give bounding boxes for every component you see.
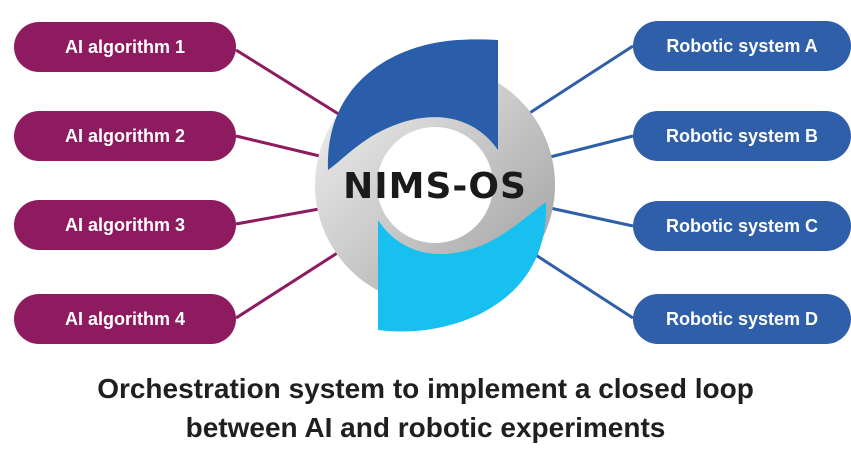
robotic-system-b-label: Robotic system B <box>665 125 819 146</box>
ai-algorithm-1-label: AI algorithm 1 <box>64 36 185 57</box>
caption-line-1: Orchestration system to implement a clos… <box>97 373 754 404</box>
ai-connector-4 <box>235 248 343 320</box>
robot-connector-b <box>549 134 634 159</box>
ai-connector-1 <box>235 48 346 120</box>
ai-algorithm-4-label: AI algorithm 4 <box>64 308 185 329</box>
robot-connector-d <box>527 248 634 320</box>
robotic-system-c-label: Robotic system C <box>665 215 819 236</box>
ai-connector-3 <box>235 205 331 226</box>
ai-algorithm-2-node: AI algorithm 2 <box>14 111 236 161</box>
hub-dark-blue-swirl <box>327 39 498 170</box>
hub-center <box>377 127 493 243</box>
hub-light-blue-swirl <box>378 202 547 332</box>
robot-connector-a <box>527 44 634 116</box>
robot-connector-c <box>549 206 634 228</box>
nims-os-hub-logo: NIMS-OS <box>315 39 555 332</box>
robotic-system-d-node: Robotic system D <box>633 294 851 344</box>
robotic-system-c-node: Robotic system C <box>633 201 851 251</box>
ai-connector-2 <box>235 134 329 160</box>
robotic-system-d-label: Robotic system D <box>665 308 819 329</box>
ai-algorithm-2-label: AI algorithm 2 <box>64 125 185 146</box>
robotic-system-b-node: Robotic system B <box>633 111 851 161</box>
ai-algorithm-1-node: AI algorithm 1 <box>14 22 236 72</box>
ai-algorithm-3-label: AI algorithm 3 <box>64 214 185 235</box>
hub-label: NIMS-OS <box>343 166 527 207</box>
ai-algorithm-4-node: AI algorithm 4 <box>14 294 236 344</box>
robotic-system-a-node: Robotic system A <box>633 21 851 71</box>
ai-algorithm-3-node: AI algorithm 3 <box>14 200 236 250</box>
caption-line-2: between AI and robotic experiments <box>185 412 666 443</box>
robotic-system-a-label: Robotic system A <box>666 35 818 56</box>
